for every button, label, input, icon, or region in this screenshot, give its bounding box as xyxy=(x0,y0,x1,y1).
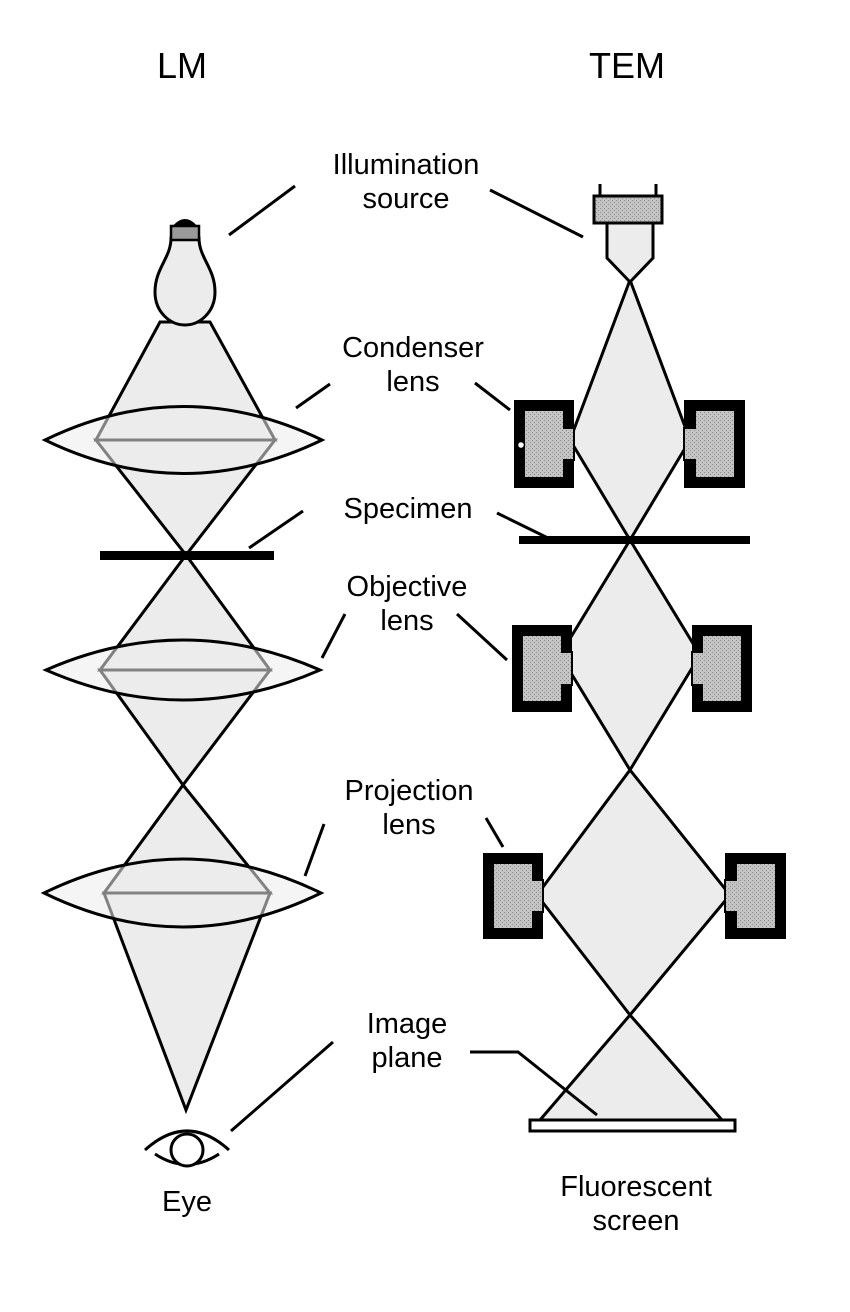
specimen-label: Specimen xyxy=(344,493,473,525)
labels: Illumination source Condenser lens Speci… xyxy=(162,149,712,1237)
condenser-label-line1: Condenser xyxy=(342,332,484,364)
leader-condenser-lm xyxy=(295,382,331,410)
leader-illumination-lm xyxy=(228,184,296,237)
leader-lines xyxy=(228,184,598,1133)
electron-gun-icon xyxy=(592,184,664,285)
leader-eye xyxy=(230,1040,334,1133)
leader-objective-lm xyxy=(320,613,347,659)
light-bulb-icon xyxy=(153,219,217,327)
screen-label-line2: screen xyxy=(592,1205,679,1237)
condenser-label-line2: lens xyxy=(386,366,439,398)
projection-label-line1: Projection xyxy=(345,775,474,807)
tem-column xyxy=(483,184,786,1133)
image-plane-label-line1: Image xyxy=(367,1008,448,1040)
lm-column xyxy=(40,219,326,1168)
objective-label-line2: lens xyxy=(380,605,433,637)
lm-specimen-slide xyxy=(100,551,274,560)
lm-projection-lens xyxy=(40,857,325,929)
eye-icon xyxy=(143,1129,231,1168)
leader-illumination-tem xyxy=(489,188,584,239)
leader-image-plane xyxy=(470,1050,598,1117)
eye-label: Eye xyxy=(162,1186,212,1218)
tem-condenser-lens xyxy=(514,400,745,488)
objective-label-line1: Objective xyxy=(347,571,468,603)
tem-beam-crossover-to-projection xyxy=(535,767,732,1018)
leader-projection-lm xyxy=(303,823,326,877)
leader-specimen-tem xyxy=(496,511,549,540)
lm-heading: LM xyxy=(157,45,207,86)
illumination-label-line2: source xyxy=(362,183,449,215)
screen-label-line1: Fluorescent xyxy=(560,1171,712,1203)
projection-label-line2: lens xyxy=(382,809,435,841)
leader-specimen-lm xyxy=(248,509,304,550)
lm-objective-lens xyxy=(42,638,324,702)
tem-beam-to-screen xyxy=(536,1012,726,1122)
leader-projection-tem xyxy=(484,817,505,848)
illumination-label-line1: Illumination xyxy=(333,149,480,181)
tem-projection-lens xyxy=(483,853,786,939)
tem-beam-gun-to-condenser xyxy=(568,275,692,543)
image-plane-label-line2: plane xyxy=(372,1042,443,1074)
tem-heading: TEM xyxy=(589,45,665,86)
fluorescent-screen xyxy=(528,1118,737,1133)
tem-beam-specimen-to-objective xyxy=(558,537,702,773)
leader-condenser-tem xyxy=(474,381,511,412)
tem-objective-lens xyxy=(512,625,752,712)
lm-condenser-lens xyxy=(41,405,326,475)
leader-objective-tem xyxy=(455,612,509,662)
tem-specimen xyxy=(519,536,750,544)
